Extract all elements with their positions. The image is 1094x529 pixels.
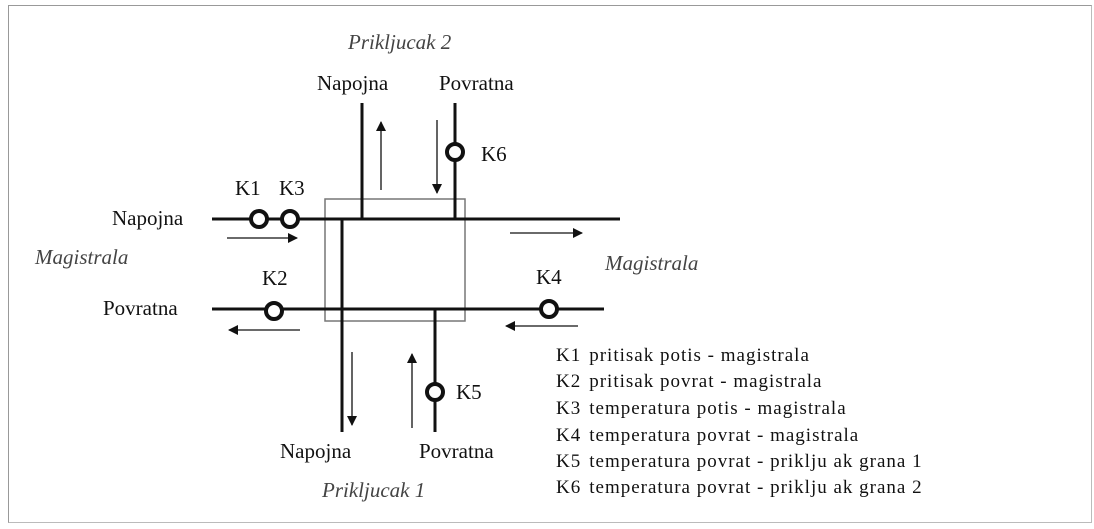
sensor-k3-label: K3 [279, 176, 305, 200]
label-left-supply: Napojna [112, 206, 184, 230]
sensor-k5-ring [425, 382, 445, 402]
main-line-right-title: Magistrala [604, 251, 698, 275]
sensor-k1-label: K1 [235, 176, 261, 200]
sensor-k1-ring [249, 209, 269, 229]
sensor-k6-ring [445, 142, 465, 162]
junction-box [324, 198, 466, 322]
main-line-left-title: Magistrala [34, 245, 128, 269]
label-bottom-supply: Napojna [280, 439, 352, 463]
sensor-k6-label: K6 [481, 142, 507, 166]
label-bottom-return: Povratna [419, 439, 494, 463]
label-top-return: Povratna [439, 71, 514, 95]
connection-bottom-title: Prikljucak 1 [321, 478, 425, 502]
sensor-k4-label: K4 [536, 265, 562, 289]
label-top-supply: Napojna [317, 71, 389, 95]
sensor-k2-label: K2 [262, 266, 288, 290]
diagram-frame [8, 5, 1092, 523]
sensor-k4-ring [539, 299, 559, 319]
sensor-k5-label: K5 [456, 380, 482, 404]
sensor-k3-ring [280, 209, 300, 229]
label-left-return: Povratna [103, 296, 178, 320]
connection-top-title: Prikljucak 2 [347, 30, 452, 54]
sensor-k2-ring [264, 301, 284, 321]
